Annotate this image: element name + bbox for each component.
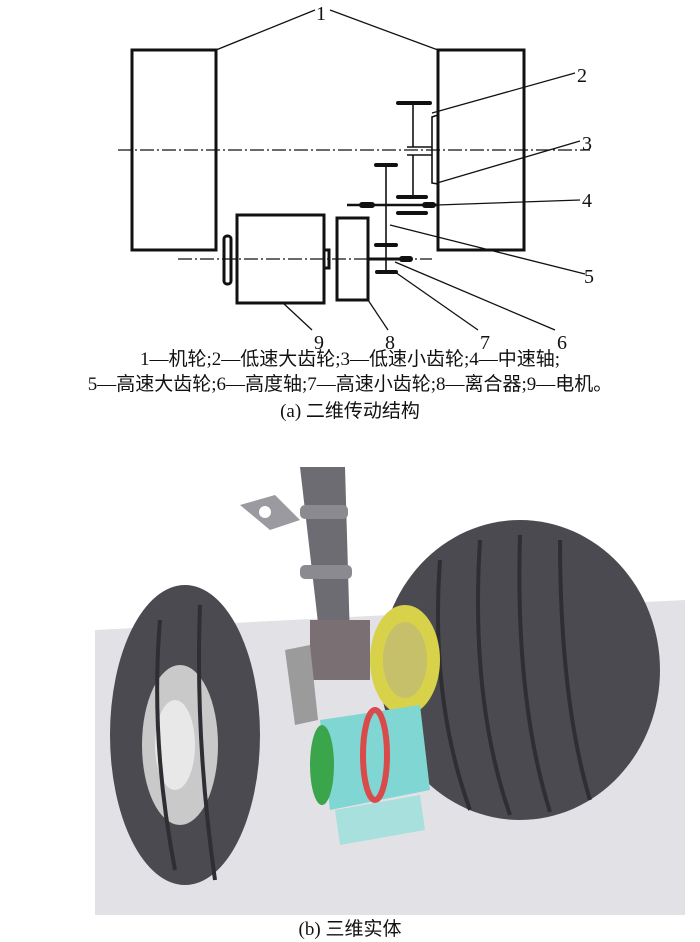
legend-line-1: 1—机轮;2—低速大齿轮;3—低速小齿轮;4—中速轴;: [139, 349, 561, 370]
gear-teeth: [359, 101, 436, 274]
motor-3d: [320, 705, 430, 810]
motor-base: [335, 795, 425, 845]
part-label-8: 8: [385, 332, 395, 354]
part-label-9: 9: [314, 332, 324, 354]
leader-lines: [215, 9, 586, 331]
part-label-4: 4: [582, 190, 592, 212]
part-label-2: 2: [577, 65, 587, 87]
small-gear: [310, 725, 334, 805]
part-label-3: 3: [582, 133, 592, 155]
part-label-7: 7: [480, 332, 490, 354]
clutch-ring: [360, 707, 390, 803]
part-label-1: 1: [316, 3, 326, 25]
caption-a: (a) 二维传动结构: [280, 401, 420, 422]
part-label-5: 5: [584, 266, 594, 288]
axle-housing: [310, 620, 370, 680]
landing-gear-3d-render: [95, 467, 685, 915]
legend-line-2: 5—高速大齿轮;6—高度轴;7—高速小齿轮;8—离合器;9—电机。: [87, 374, 613, 395]
part-label-6: 6: [557, 332, 567, 354]
motor-flange: [222, 234, 233, 286]
caption-b: (b) 三维实体: [298, 919, 402, 940]
